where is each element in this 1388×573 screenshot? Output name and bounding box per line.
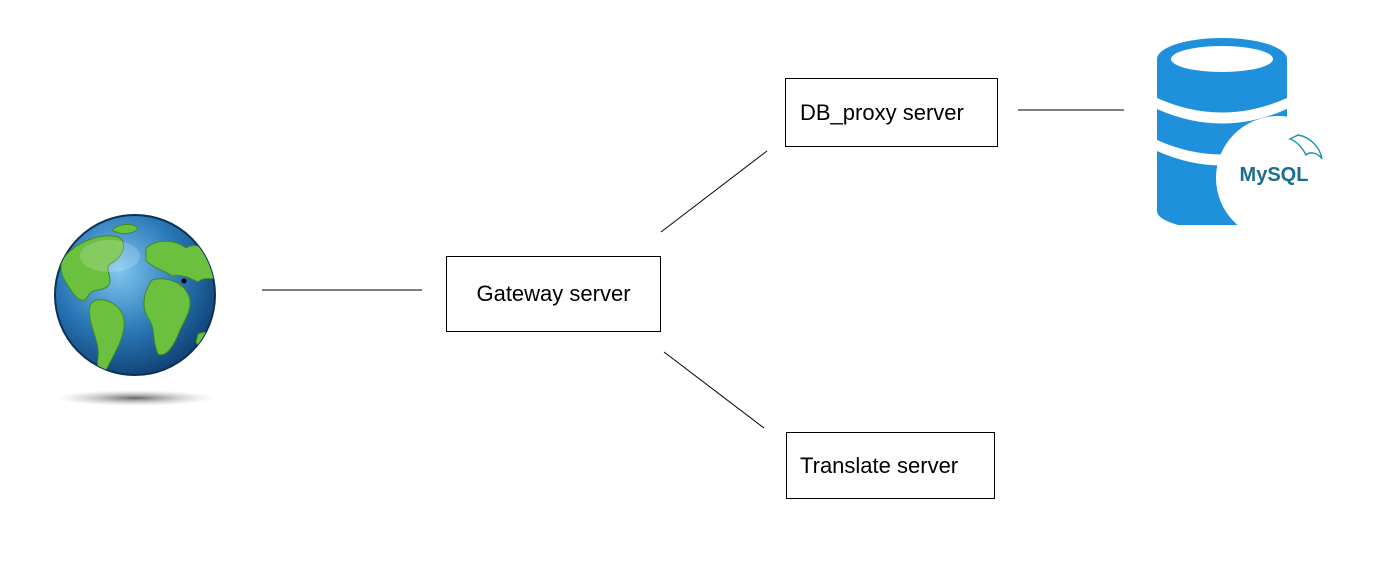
mysql-logo-text: MySQL [1240, 164, 1309, 186]
mysql-database-icon: MySQL [1157, 38, 1335, 225]
translate-server-node: Translate server [786, 432, 995, 499]
globe-icon [54, 214, 216, 406]
gateway-server-node: Gateway server [446, 256, 661, 332]
translate-server-label: Translate server [800, 452, 959, 478]
edge-gateway-translate [663, 351, 765, 429]
edge-gateway-dbproxy [660, 150, 768, 233]
gateway-server-label: Gateway server [476, 281, 631, 306]
db-proxy-server-node: DB_proxy server [785, 78, 998, 147]
db-proxy-server-label: DB_proxy server [800, 99, 964, 125]
